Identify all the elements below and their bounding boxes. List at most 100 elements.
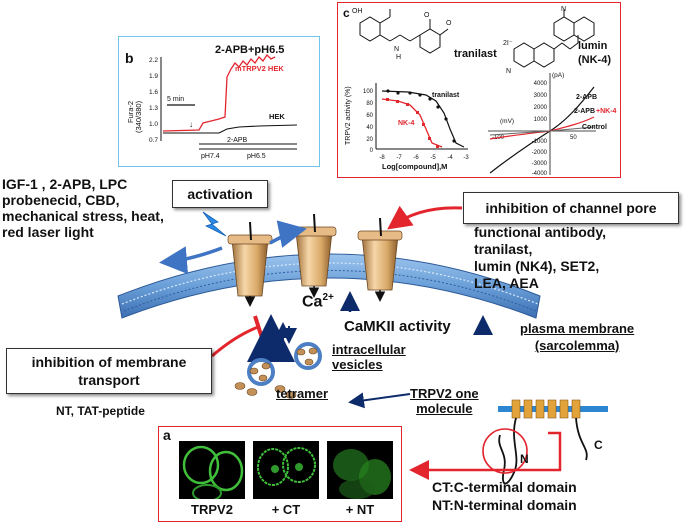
- pore-inhibitor-line: LEA, AEA: [474, 275, 539, 291]
- iv-ytick: -3000: [532, 161, 548, 167]
- activator-line: IGF-1 , 2-APB, LPC: [2, 176, 128, 192]
- dr-xtick: -6: [413, 155, 419, 161]
- trpv2-channel-left: [227, 221, 273, 307]
- panel-b-ytick: 1.6: [149, 89, 158, 96]
- domain-legend: CT:C-terminal domain NT:N-terminal domai…: [432, 478, 577, 514]
- iv-curve-control: [489, 126, 595, 136]
- panel-b-arrow-icon: ↓: [189, 120, 193, 129]
- calcium-charge: 2+: [322, 292, 334, 303]
- tranilast-structure: [359, 9, 449, 54]
- iv-series-control: Control: [582, 124, 607, 131]
- transport-box-line: transport: [78, 372, 140, 388]
- panel-b-ph-low: pH7.4: [201, 153, 220, 160]
- iv-series-apb-nk4-a: 2-APB: [574, 108, 595, 115]
- dr-ytick: 100: [363, 89, 374, 95]
- vesicles-line: intracellular: [332, 342, 406, 357]
- iv-ytick: -4000: [532, 171, 548, 177]
- one-molecule-line: TRPV2 one: [410, 386, 479, 401]
- caption-nt: + NT: [345, 502, 375, 517]
- tranilast-label: tranilast: [454, 48, 497, 60]
- plasma-membrane-label: plasma membrane (sarcolemma): [520, 320, 634, 354]
- iv-ytick: -2000: [532, 150, 548, 156]
- plasma-membrane-line: (sarcolemma): [534, 338, 620, 353]
- trpv2-channel-middle: [291, 213, 337, 298]
- domain-nt: NT:N-terminal domain: [432, 497, 577, 513]
- activator-line: probenecid, CBD,: [2, 192, 120, 208]
- calcium-base: Ca: [302, 293, 323, 311]
- micrograph-trpv2: [179, 441, 245, 499]
- dr-xtick: -8: [379, 155, 385, 161]
- localization-arrow: [409, 431, 562, 480]
- iv-unit-voltage: (mV): [500, 118, 514, 125]
- pore-inhibition-arrow: [387, 205, 463, 230]
- panel-b-ylabel-2: (340/380): [134, 100, 143, 133]
- dr-curve-tranilast: [381, 90, 465, 148]
- assembly-arrow: [348, 392, 411, 409]
- dr-points-nk4: [386, 98, 439, 148]
- pore-inhibitor-list: functional antibody, tranilast, lumin (N…: [474, 224, 606, 292]
- vesicles-label: intracellular vesicles: [332, 342, 406, 372]
- one-molecule-label: TRPV2 one molecule: [410, 386, 479, 416]
- trpv2-topology-schematic: [482, 399, 608, 485]
- iv-ytick: 2000: [534, 105, 548, 111]
- panel-b-trace-mtrpv2: [162, 53, 276, 132]
- dr-xtick: -4: [447, 155, 453, 161]
- topology-n-terminus: N: [520, 452, 529, 466]
- svg-text:H: H: [396, 54, 401, 61]
- transport-inhibitor-list: NT, TAT-peptide: [56, 404, 145, 418]
- activator-list: IGF-1 , 2-APB, LPC probenecid, CBD, mech…: [2, 176, 164, 240]
- panel-a: a TRPV2 + CT + NT: [158, 426, 402, 522]
- topology-c-terminus: C: [594, 438, 603, 452]
- panel-b-series-mtrpv2: mTRPV2 HEK: [235, 64, 284, 73]
- dr-xtick: -7: [396, 155, 402, 161]
- panel-b-ylabel-1: Fura-2: [126, 101, 135, 123]
- dr-xtick: -5: [430, 155, 436, 161]
- dr-series-tranilast: tranilast: [432, 92, 460, 99]
- vesicles-line: vesicles: [332, 357, 383, 372]
- dr-ytick: 60: [366, 113, 373, 119]
- lumin-label-2: (NK-4): [578, 54, 611, 66]
- svg-text:O: O: [446, 20, 452, 27]
- panel-b-ytick: 1.9: [149, 73, 158, 80]
- pore-inhibition-box: inhibition of channel pore: [463, 192, 679, 224]
- pore-inhibitor-line: lumin (NK4), SET2,: [474, 258, 600, 274]
- panel-b: b 2-APB+pH6.5 Fura-2 (340/380) 2.2 1.9 1…: [118, 36, 320, 167]
- iv-xtick: 50: [570, 135, 577, 141]
- panel-b-ph-high: pH6.5: [247, 153, 266, 160]
- iv-unit-current: (pA): [552, 72, 564, 79]
- iv-ytick: 4000: [534, 81, 548, 87]
- panel-b-title: 2-APB+pH6.5: [215, 44, 284, 56]
- lumin-counter-ion: 2I⁻: [503, 40, 513, 47]
- iv-ytick: 3000: [534, 93, 548, 99]
- panel-a-letter: a: [163, 427, 171, 443]
- svg-text:N: N: [506, 68, 511, 75]
- calcium-label: Ca2+: [302, 292, 334, 311]
- micrograph-ct: [253, 441, 319, 499]
- dr-ylabel: TRPV2 activity (%): [345, 86, 352, 145]
- iv-series-apb: 2-APB: [576, 94, 597, 101]
- dr-ytick: 40: [366, 125, 373, 131]
- activator-line: red laser light: [2, 224, 94, 240]
- iv-ytick: -1000: [532, 139, 548, 145]
- activation-arrow-right: [269, 220, 307, 248]
- panel-b-series-hek: HEK: [269, 112, 285, 121]
- dr-ytick: 80: [366, 101, 373, 107]
- transport-box-line: inhibition of membrane: [31, 354, 187, 370]
- svg-text:OH: OH: [352, 8, 363, 15]
- dr-xlabel: Log[compound],M: [382, 162, 447, 171]
- tetramer-label: tetramer: [276, 386, 329, 401]
- panel-b-ytick: 1.0: [149, 121, 158, 128]
- dr-xtick: -3: [463, 155, 469, 161]
- lightning-icon: [202, 211, 227, 237]
- panel-b-ytick: 0.7: [149, 137, 158, 144]
- svg-text:O: O: [424, 12, 430, 19]
- panel-c: c OH O O N H tranilast 2I⁻ N N lumin: [337, 2, 621, 178]
- transport-inhibition-box: inhibition of membrane transport: [6, 348, 212, 394]
- caption-ct: + CT: [271, 502, 301, 517]
- plasma-membrane-line: plasma membrane: [520, 321, 635, 336]
- trpv2-channel-right: [357, 217, 403, 302]
- panel-b-letter: b: [125, 50, 134, 66]
- panel-b-ytick: 1.3: [149, 105, 158, 112]
- one-molecule-line: molecule: [416, 401, 473, 416]
- lumin-structure: [513, 9, 595, 68]
